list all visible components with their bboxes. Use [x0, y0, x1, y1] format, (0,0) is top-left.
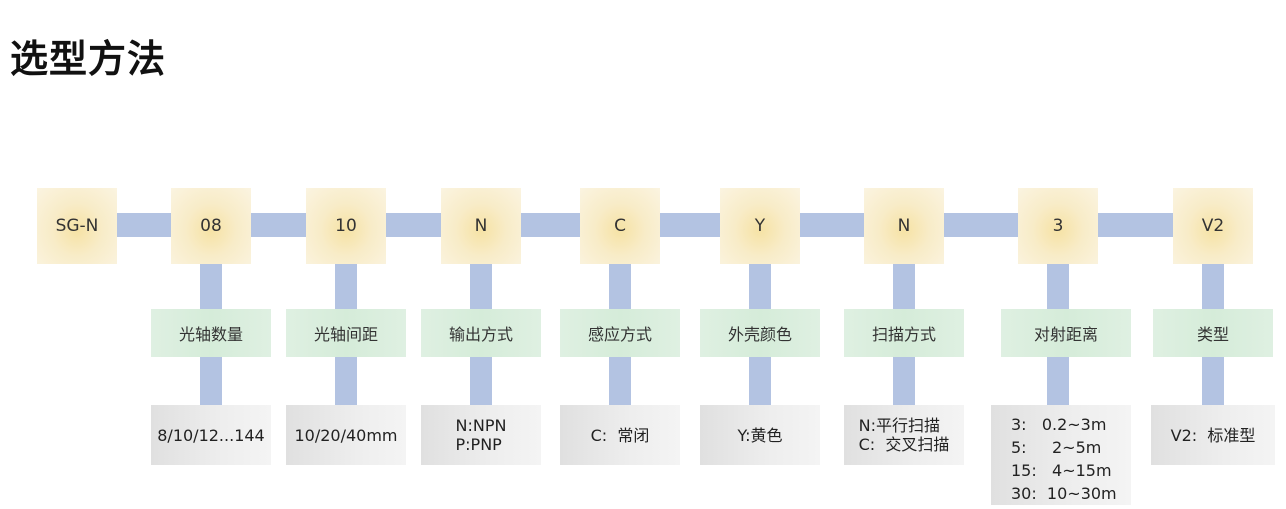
label-axis-count: 光轴数量 [151, 309, 271, 357]
value-text: C: 常闭 [590, 425, 650, 445]
label-output: 输出方式 [421, 309, 541, 357]
value-axis-spacing: 10/20/40mm [286, 405, 406, 465]
value-text: V2: 标准型 [1170, 425, 1256, 445]
code-box-series: SG-N [37, 188, 117, 264]
value-output: N:NPN P:PNP [421, 405, 541, 465]
label-color: 外壳颜色 [700, 309, 820, 357]
label-scan: 扫描方式 [844, 309, 964, 357]
value-text: N:NPN P:PNP [455, 416, 507, 454]
code-box-sensing: C [580, 188, 660, 264]
value-text: 8/10/12...144 [157, 425, 265, 445]
page-title: 选型方法 [10, 37, 167, 81]
value-text: Y:黄色 [737, 425, 783, 445]
code-box-axis-spacing: 10 [306, 188, 386, 264]
value-text: 3: 0.2~3m 5: 2~5m 15: 4~15m 30: 10~30m [1011, 415, 1117, 503]
code-box-color: Y [720, 188, 800, 264]
label-sensing: 感应方式 [560, 309, 680, 357]
label-distance: 对射距离 [1001, 309, 1131, 357]
code-box-axis-count: 08 [171, 188, 251, 264]
label-axis-spacing: 光轴间距 [286, 309, 406, 357]
label-type: 类型 [1153, 309, 1273, 357]
code-box-output: N [441, 188, 521, 264]
value-text: N:平行扫描 C: 交叉扫描 [858, 416, 950, 454]
value-type: V2: 标准型 [1151, 405, 1275, 465]
value-distance: 3: 0.2~3m 5: 2~5m 15: 4~15m 30: 10~30m [991, 405, 1131, 505]
code-box-scan: N [864, 188, 944, 264]
code-box-type: V2 [1173, 188, 1253, 264]
value-axis-count: 8/10/12...144 [151, 405, 271, 465]
value-sensing: C: 常闭 [560, 405, 680, 465]
code-box-distance: 3 [1018, 188, 1098, 264]
value-scan: N:平行扫描 C: 交叉扫描 [844, 405, 964, 465]
value-text: 10/20/40mm [294, 425, 398, 445]
value-color: Y:黄色 [700, 405, 820, 465]
